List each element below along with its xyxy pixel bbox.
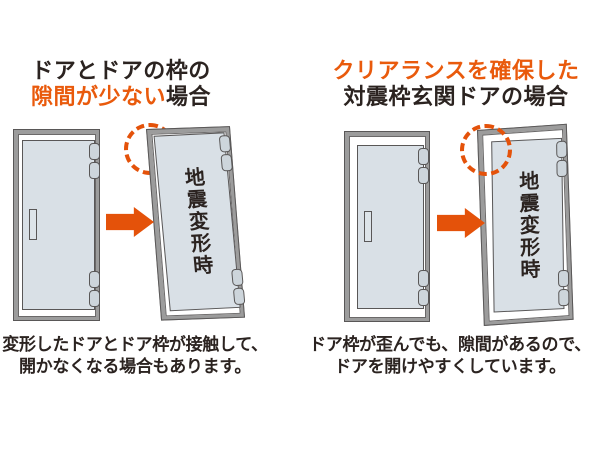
door-handle bbox=[363, 210, 372, 242]
door-hinge bbox=[557, 288, 569, 306]
door-hinge bbox=[88, 142, 100, 160]
door-hinge bbox=[88, 270, 100, 288]
deformation-arrow-icon bbox=[106, 207, 154, 237]
deformation-arrow-icon bbox=[437, 208, 485, 238]
left-caption-line2: 開かなくなる場合もあります。 bbox=[18, 356, 252, 376]
left-title-line2-highlight: 隙間が少ない bbox=[30, 84, 166, 109]
door-hinge bbox=[230, 268, 244, 286]
door-handle bbox=[28, 208, 37, 240]
left-title-line2: 隙間が少ない場合 bbox=[0, 84, 242, 110]
door-hinge bbox=[218, 134, 231, 153]
door-hinge bbox=[417, 147, 429, 165]
door-hinge bbox=[88, 289, 100, 307]
door-hinge bbox=[219, 153, 233, 171]
door-hinge bbox=[417, 288, 429, 306]
right-title-line1-highlight: クリアランスを確保した bbox=[332, 58, 580, 83]
right-title-line2: 対震枠玄関ドアの場合 bbox=[343, 84, 569, 109]
door-hinge bbox=[555, 159, 568, 177]
frame-clearance-gap: 地震変形時 bbox=[150, 130, 245, 316]
door-hinge bbox=[232, 287, 245, 305]
door-panel bbox=[356, 144, 429, 309]
clearance-highlight-circle bbox=[460, 124, 512, 176]
door-hinge bbox=[88, 161, 100, 179]
left-title-line2-rest: 場合 bbox=[166, 84, 212, 109]
door-unit-normal-right bbox=[344, 131, 430, 322]
door-hinge bbox=[417, 269, 429, 287]
door-unit-normal-left bbox=[13, 129, 100, 321]
left-title-line1: ドアとドアの枠の bbox=[31, 58, 211, 83]
right-caption-line2: ドアを開けやすくしています。 bbox=[334, 356, 566, 376]
frame-clearance-gap bbox=[348, 135, 429, 318]
right-panel-caption: ドア枠が歪んでも、隙間があるので、 ドアを開けやすくしています。 bbox=[300, 334, 600, 377]
right-panel-title: クリアランスを確保した 対震枠玄関ドアの場合 bbox=[332, 58, 580, 110]
door-panel: 地震変形時 bbox=[153, 131, 245, 311]
left-caption-line1: 変形したドアとドア枠が接触して、 bbox=[2, 335, 268, 354]
frame-clearance-gap bbox=[17, 133, 100, 317]
door-hinge bbox=[555, 140, 567, 158]
left-panel-title: ドアとドアの枠の 隙間が少ない場合 bbox=[0, 58, 242, 110]
door-hinge bbox=[417, 166, 429, 184]
left-panel-caption: 変形したドアとドア枠が接触して、 開かなくなる場合もあります。 bbox=[0, 334, 270, 377]
right-caption-line1: ドア枠が歪んでも、隙間があるので、 bbox=[309, 335, 591, 354]
door-panel bbox=[21, 139, 100, 310]
door-hinge bbox=[557, 269, 569, 287]
door-unit-deformed-left: 地震変形時 bbox=[146, 126, 246, 321]
